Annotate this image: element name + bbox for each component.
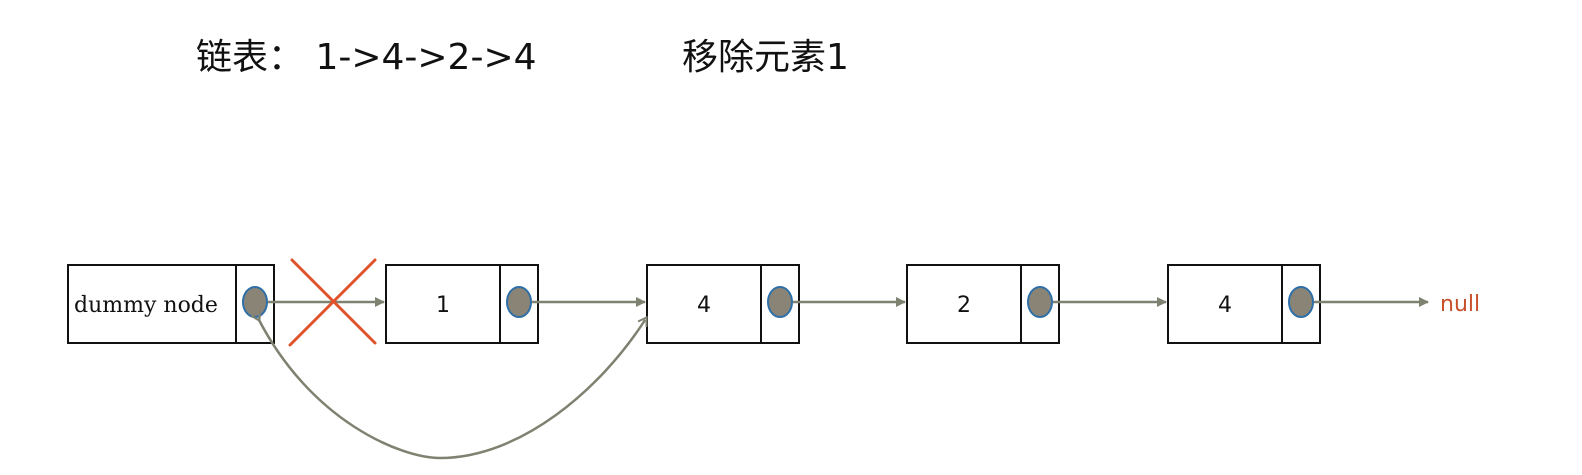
operation-title: 移除元素1 bbox=[682, 37, 849, 78]
remove-cross-mark bbox=[288, 258, 377, 347]
list-node-1: 1 bbox=[385, 264, 539, 344]
node-value: 4 bbox=[697, 293, 711, 318]
bypass-arrow-dummy-to-4 bbox=[250, 311, 648, 460]
cross-stroke-2 bbox=[288, 258, 377, 347]
node-pointer bbox=[506, 286, 532, 318]
node-value: 4 bbox=[1218, 293, 1232, 318]
node-value: 2 bbox=[957, 293, 971, 318]
dummy-node-label: dummy node bbox=[74, 293, 218, 318]
dummy-node-box bbox=[67, 264, 275, 344]
list-node-4: 4 bbox=[1167, 264, 1321, 344]
list-title: 链表： 1->4->2->4 bbox=[196, 37, 537, 78]
dummy-node-pointer bbox=[242, 286, 268, 318]
node-pointer bbox=[1027, 286, 1053, 318]
node-pointer bbox=[767, 286, 793, 318]
node-pointer bbox=[1288, 286, 1314, 318]
null-label: null bbox=[1440, 292, 1480, 317]
dummy-node: dummy node bbox=[67, 264, 275, 344]
node-value: 1 bbox=[436, 293, 450, 318]
list-node-2: 4 bbox=[646, 264, 800, 344]
list-node-3: 2 bbox=[906, 264, 1060, 344]
